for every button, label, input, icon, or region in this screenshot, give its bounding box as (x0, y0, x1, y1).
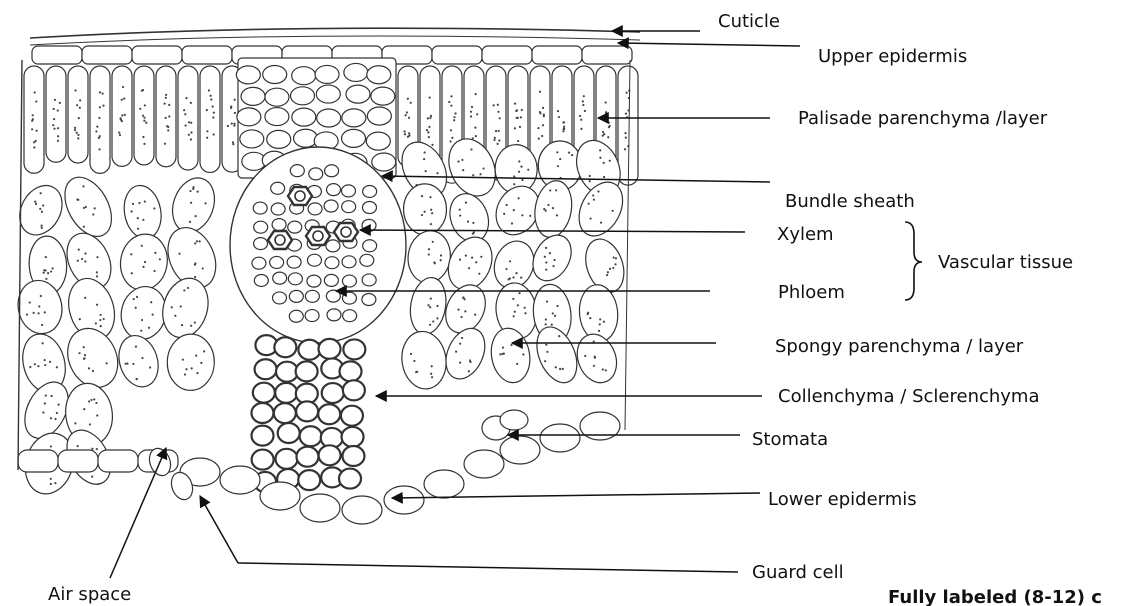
label-spongy: Spongy parenchyma / layer (775, 336, 1024, 357)
spongy-cells-right (393, 131, 631, 391)
label-xylem: Xylem (777, 224, 834, 245)
vascular-tissue-brace (905, 222, 922, 300)
vascular-bundle (230, 58, 406, 343)
upper-epidermis-arrow (618, 43, 800, 46)
sclerenchyma-cells (251, 335, 365, 492)
guard-cell-arrow (238, 563, 738, 572)
leaf-drawing (11, 28, 640, 524)
label-phloem: Phloem (778, 282, 845, 303)
label-bundle-sheath: Bundle sheath (785, 191, 915, 212)
label-palisade: Palisade parenchyma /layer (798, 108, 1048, 129)
label-vascular-tissue: Vascular tissue (938, 252, 1073, 273)
label-lower-epidermis: Lower epidermis (768, 489, 917, 510)
label-collenchyma: Collenchyma / Sclerenchyma (778, 386, 1040, 407)
guard-cell-arrow-diag (200, 496, 238, 563)
label-upper-epidermis: Upper epidermis (818, 46, 967, 67)
label-stomata: Stomata (752, 429, 828, 450)
label-air-space: Air space (48, 584, 131, 605)
label-cuticle: Cuticle (718, 11, 780, 32)
caption: Fully labeled (8-12) c (888, 587, 1102, 606)
label-guard-cell: Guard cell (752, 562, 844, 583)
